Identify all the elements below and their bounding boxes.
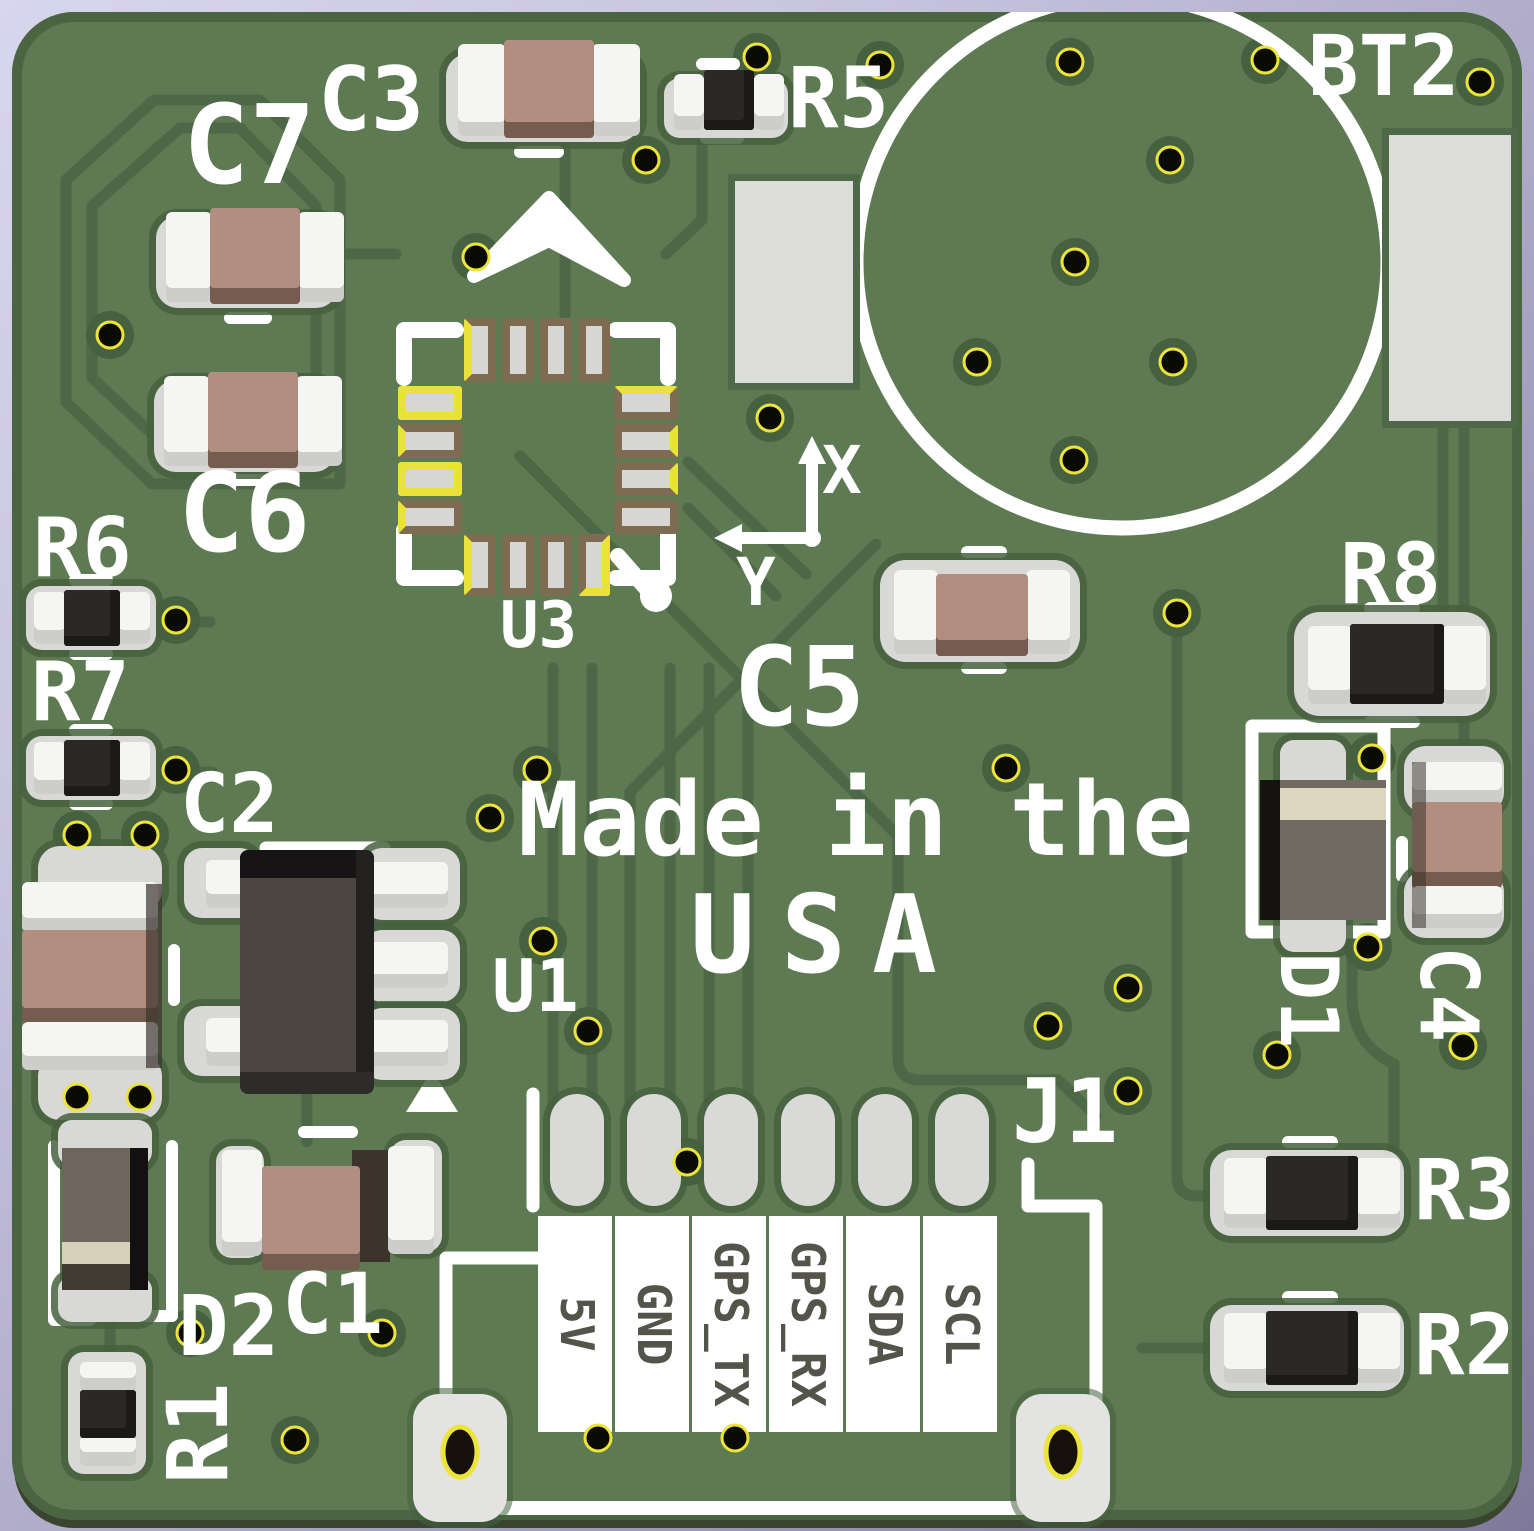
label-r6: R6 bbox=[33, 501, 132, 596]
label-r3: R3 bbox=[1414, 1141, 1516, 1239]
label-r7: R7 bbox=[31, 645, 130, 740]
bt2-pad-right bbox=[1382, 128, 1518, 428]
label-c1: C1 bbox=[282, 1255, 384, 1353]
label-r1: R1 bbox=[149, 1382, 247, 1484]
label-bt2: BT2 bbox=[1308, 17, 1460, 115]
label-c3: C3 bbox=[318, 48, 424, 151]
u3-pin1-dot bbox=[640, 580, 672, 612]
label-axis-x: X bbox=[822, 432, 862, 509]
j1-mount-hole-right bbox=[1043, 1424, 1083, 1480]
label-usa: USA bbox=[690, 873, 964, 998]
label-r5: R5 bbox=[788, 49, 890, 147]
u3-courtyard-brackets bbox=[396, 322, 676, 586]
label-u3: U3 bbox=[500, 589, 578, 663]
axis-marker bbox=[734, 456, 818, 544]
label-c6: C6 bbox=[178, 449, 311, 577]
label-c5: C5 bbox=[733, 623, 866, 751]
label-r8: R8 bbox=[1340, 525, 1442, 623]
bt2-pad-left bbox=[728, 174, 860, 390]
silkscreen-solids bbox=[406, 191, 826, 1112]
pin-label-sda: SDA bbox=[846, 1216, 920, 1432]
label-c7: C7 bbox=[183, 81, 316, 209]
u3-pin1-slash bbox=[610, 548, 654, 596]
orientation-arrow-icon bbox=[467, 191, 631, 287]
silkscreen-ticks bbox=[69, 58, 1420, 1303]
label-axis-y: Y bbox=[736, 544, 776, 621]
pin-label-gps-tx: GPS_TX bbox=[692, 1216, 766, 1432]
label-d2: D2 bbox=[178, 1277, 280, 1375]
label-c2: C2 bbox=[180, 757, 279, 852]
pin-label-5v: 5V bbox=[538, 1216, 612, 1432]
drill-holes bbox=[62, 42, 1495, 1480]
pin-label-gps-rx: GPS_RX bbox=[769, 1216, 843, 1432]
axis-origin-dot bbox=[803, 529, 821, 547]
axis-y-arrowhead-icon bbox=[714, 524, 742, 552]
j1-mount-hole-left bbox=[440, 1424, 480, 1480]
label-c4: C4 bbox=[1402, 946, 1495, 1043]
label-u1: U1 bbox=[492, 944, 579, 1028]
label-j1: J1 bbox=[1012, 1060, 1118, 1163]
label-d1: D1 bbox=[1262, 952, 1355, 1049]
axis-x-arrowhead-icon bbox=[798, 436, 826, 464]
pin-label-gnd: GND bbox=[615, 1216, 689, 1432]
label-r2: R2 bbox=[1414, 1296, 1516, 1394]
u1-body bbox=[240, 850, 374, 1094]
u1-pin1-triangle bbox=[406, 1070, 458, 1112]
label-made-in-the: Made in the bbox=[518, 761, 1194, 880]
copper-traces bbox=[60, 94, 1470, 1358]
pin-label-scl: SCL bbox=[923, 1216, 997, 1432]
